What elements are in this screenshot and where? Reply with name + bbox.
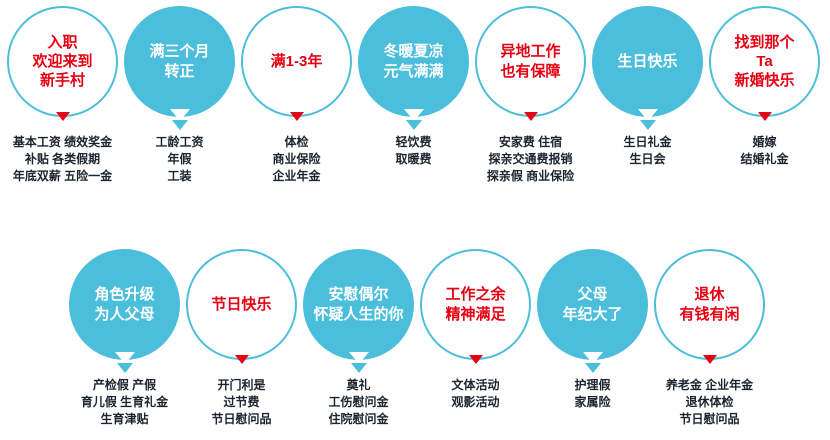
milestone-title: 安慰偶尔 怀疑人生的你 — [313, 286, 404, 323]
pin-tail-icon — [639, 120, 656, 130]
milestone-title: 满1-3年 — [270, 52, 323, 70]
benefit-list: 开门利是 过节费 节日慰问品 — [211, 378, 272, 427]
pin-tail-icon — [350, 363, 367, 374]
milestone-item-marriage: 找到那个 Ta 新婚快乐 婚嫁 结婚礼金 — [706, 6, 823, 168]
pin-tail-icon — [116, 363, 133, 374]
milestone-item-leisure: 工作之余 精神满足 文体活动 观影活动 — [417, 249, 534, 411]
milestone-circle: 安慰偶尔 怀疑人生的你 — [303, 249, 414, 374]
pin-notch — [403, 109, 424, 121]
pin-notch — [169, 109, 190, 121]
milestone-item-parenthood: 角色升级 为人父母 产检假 产假 育儿假 生育礼金 生育津贴 — [66, 249, 183, 428]
pin-notch — [637, 109, 658, 121]
milestone-circle: 生日快乐 — [592, 6, 703, 130]
benefit-list: 护理假 家属险 — [574, 378, 611, 410]
milestone-item-probation: 满三个月 转正 工龄工资 年假 工装 — [121, 6, 238, 185]
milestone-circle: 角色升级 为人父母 — [69, 249, 180, 374]
milestone-circle: 父母 年纪大了 — [537, 249, 648, 374]
milestone-circle: 入职 欢迎来到 新手村 — [7, 6, 118, 121]
benefit-list: 安家费 住宿 探亲交通费报销 探亲假 商业保险 — [486, 135, 575, 184]
pin-tail-icon — [702, 355, 717, 365]
milestone-title: 满三个月 转正 — [149, 43, 210, 80]
milestone-title: 节日快乐 — [211, 296, 272, 313]
benefit-list: 养老金 企业年金 退休体检 节日慰问品 — [665, 378, 754, 427]
milestone-item-onboarding: 入职 欢迎来到 新手村 基本工资 绩效奖金 补贴 各类假期 年底双薪 五险一金 — [4, 6, 121, 185]
pin-tail-icon — [171, 120, 188, 130]
pin-notch — [348, 352, 369, 365]
benefit-list: 奠礼 工伤慰问金 住院慰问金 — [328, 378, 389, 427]
milestone-item-consolation: 安慰偶尔 怀疑人生的你 奠礼 工伤慰问金 住院慰问金 — [300, 249, 417, 428]
milestone-item-birthday: 生日快乐 生日礼金 生日会 — [589, 6, 706, 168]
timeline-row-2: 角色升级 为人父母 产检假 产假 育儿假 生育礼金 生育津贴 节日快乐 开门利是… — [0, 185, 830, 428]
milestone-title: 冬暖夏凉 元气满满 — [383, 43, 444, 80]
milestone-title: 找到那个 Ta 新婚快乐 — [734, 33, 795, 90]
benefit-list: 生日礼金 生日会 — [623, 135, 672, 167]
milestone-title: 入职 欢迎来到 新手村 — [32, 33, 93, 90]
benefit-list: 轻饮费 取暖费 — [395, 135, 432, 167]
pin-tail-icon — [234, 355, 249, 365]
pin-tail-icon — [584, 363, 601, 374]
pin-notch — [582, 352, 603, 365]
pin-tail-icon — [757, 112, 772, 121]
benefit-list: 体检 商业保险 企业年金 — [272, 135, 321, 184]
milestone-title: 生日快乐 — [617, 52, 678, 70]
pin-tail-icon — [468, 355, 483, 365]
pin-tail-icon — [289, 112, 304, 121]
pin-tail-icon — [523, 112, 538, 121]
milestone-circle: 异地工作 也有保障 — [475, 6, 586, 121]
benefit-list: 产检假 产假 育儿假 生育礼金 生育津贴 — [80, 378, 169, 427]
milestone-circle: 冬暖夏凉 元气满满 — [358, 6, 469, 130]
milestone-item-relocation: 异地工作 也有保障 安家费 住宿 探亲交通费报销 探亲假 商业保险 — [472, 6, 589, 185]
benefit-list: 婚嫁 结婚礼金 — [740, 135, 789, 167]
benefit-list: 工龄工资 年假 工装 — [155, 135, 204, 184]
milestone-circle: 工作之余 精神满足 — [420, 249, 531, 365]
timeline-row-1: 入职 欢迎来到 新手村 基本工资 绩效奖金 补贴 各类假期 年底双薪 五险一金 … — [0, 0, 830, 185]
milestone-title: 异地工作 也有保障 — [500, 43, 561, 80]
milestone-item-1-3-years: 满1-3年 体检 商业保险 企业年金 — [238, 6, 355, 185]
pin-notch — [114, 352, 135, 365]
milestone-item-retirement: 退休 有钱有闲 养老金 企业年金 退休体检 节日慰问品 — [651, 249, 768, 428]
milestone-title: 工作之余 精神满足 — [445, 286, 506, 323]
benefit-list: 基本工资 绩效奖金 补贴 各类假期 年底双薪 五险一金 — [12, 135, 113, 184]
milestone-circle: 找到那个 Ta 新婚快乐 — [709, 6, 820, 121]
milestone-title: 退休 有钱有闲 — [679, 286, 740, 323]
milestone-item-comfort: 冬暖夏凉 元气满满 轻饮费 取暖费 — [355, 6, 472, 168]
milestone-circle: 节日快乐 — [186, 249, 297, 365]
milestone-circle: 退休 有钱有闲 — [654, 249, 765, 365]
milestone-title: 父母 年纪大了 — [562, 286, 623, 323]
pin-tail-icon — [55, 112, 70, 121]
milestone-item-elder-parents: 父母 年纪大了 护理假 家属险 — [534, 249, 651, 411]
milestone-title: 角色升级 为人父母 — [94, 286, 155, 323]
milestone-circle: 满三个月 转正 — [124, 6, 235, 130]
pin-tail-icon — [405, 120, 422, 130]
benefit-list: 文体活动 观影活动 — [451, 378, 500, 410]
milestone-item-festival: 节日快乐 开门利是 过节费 节日慰问品 — [183, 249, 300, 428]
milestone-circle: 满1-3年 — [241, 6, 352, 121]
